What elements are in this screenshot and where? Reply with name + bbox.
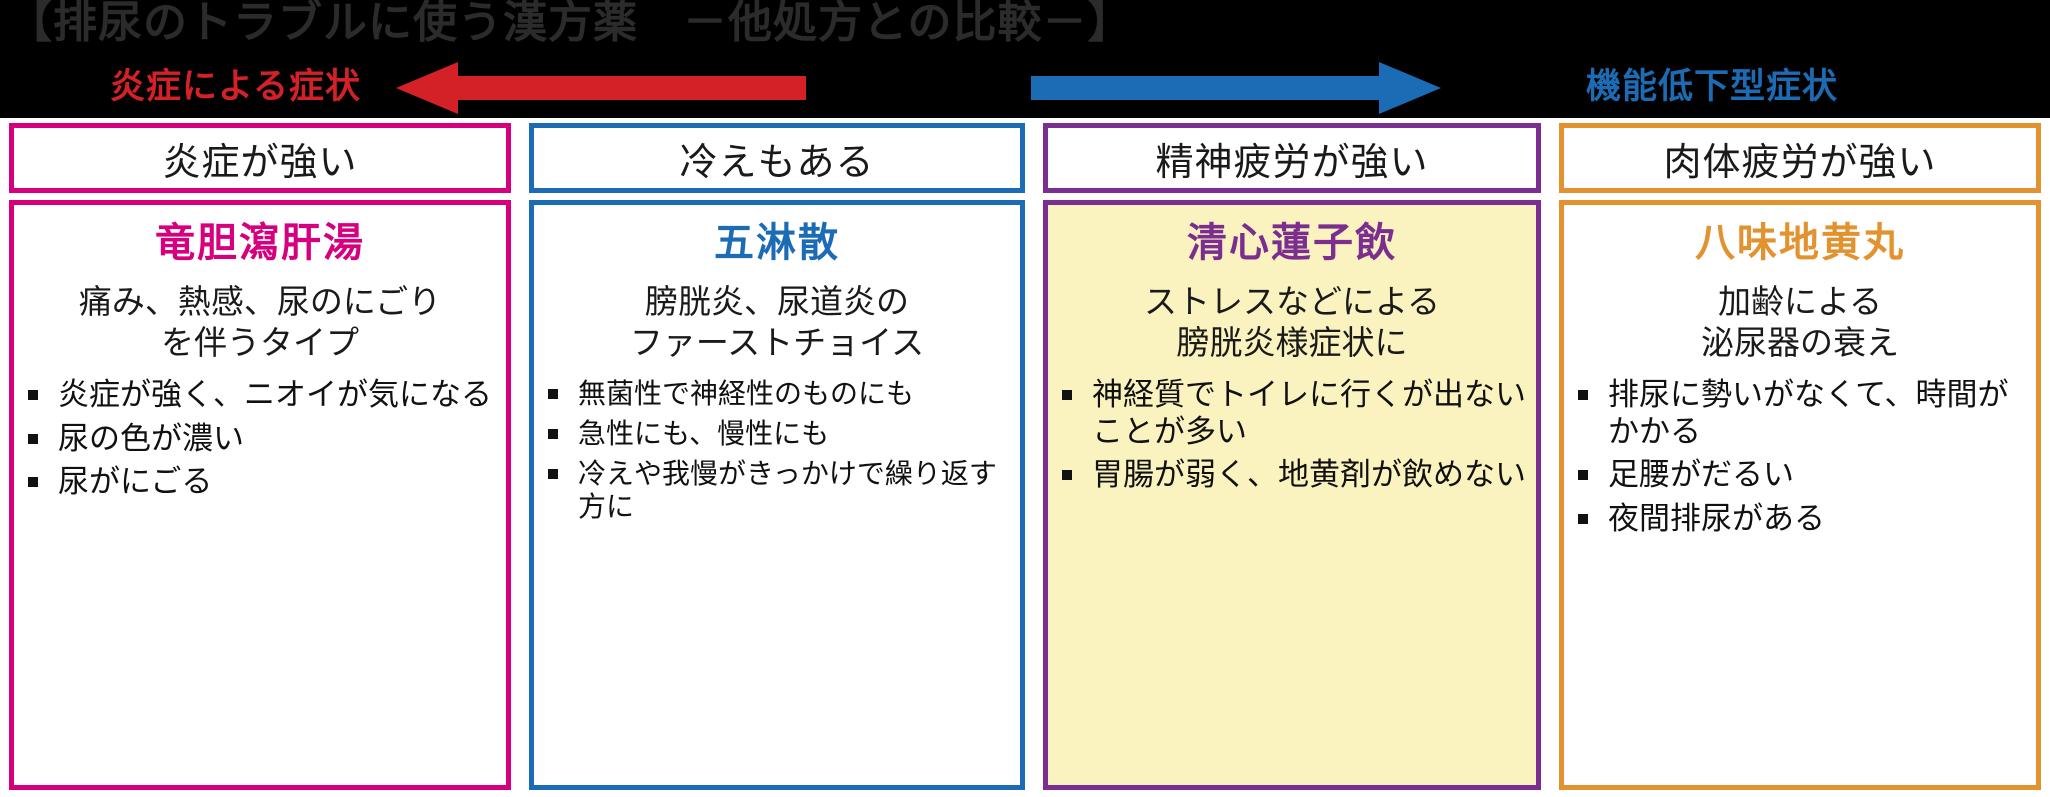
bullet-square-icon — [28, 433, 38, 444]
symptom-list-3: 神経質でトイレに行くが出ないことが多い 胃腸が弱く、地黄剤が飲めない — [1058, 377, 1526, 501]
list-item-text: 尿がにごる — [58, 464, 213, 501]
drug-name-4: 八味地黄丸 — [1695, 220, 1905, 266]
desc-line: ファーストチョイス — [629, 323, 925, 362]
inflammation-axis-label: 炎症による症状 — [110, 67, 361, 107]
right-arrow-icon — [1031, 62, 1441, 114]
column-body-1: 竜胆瀉肝湯 痛み、熱感、尿のにごり を伴うタイプ 炎症が強く、ニオイが気になる … — [9, 200, 511, 790]
list-item-text: 足腰がだるい — [1608, 457, 1794, 494]
list-item: 排尿に勢いがなくて、時間がかかる — [1574, 377, 2026, 450]
drug-description-4: 加齢による 泌尿器の衰え — [1574, 281, 2026, 363]
list-item: 尿がにごる — [24, 464, 496, 501]
drug-description-1: 痛み、熱感、尿のにごり を伴うタイプ — [24, 281, 496, 363]
list-item: 無菌性で神経性のものにも — [544, 377, 1010, 410]
bullet-square-icon — [1062, 390, 1072, 401]
list-item: 足腰がだるい — [1574, 457, 2026, 494]
list-item-text: 冷えや我慢がきっかけで繰り返す方に — [578, 457, 997, 524]
column-seishinrenshiin: 精神疲労が強い 清心蓮子飲 ストレスなどによる 膀胱炎様症状に 神経質でトイレに… — [1034, 118, 1550, 797]
bullet-square-icon — [28, 477, 38, 488]
symptom-list-1: 炎症が強く、ニオイが気になる 尿の色が濃い 尿がにごる — [24, 377, 496, 508]
column-header-4: 肉体疲労が強い — [1559, 123, 2041, 193]
desc-line: を伴うタイプ — [161, 323, 359, 362]
drug-name-3: 清心蓮子飲 — [1187, 220, 1397, 266]
list-item: 夜間排尿がある — [1574, 501, 2026, 538]
drug-description-3: ストレスなどによる 膀胱炎様症状に — [1058, 281, 1526, 363]
desc-line: ストレスなどによる — [1143, 282, 1440, 321]
list-item-text: 急性にも、慢性にも — [578, 417, 830, 451]
symptom-list-2: 無菌性で神経性のものにも 急性にも、慢性にも 冷えや我慢がきっかけで繰り返す方に — [544, 377, 1010, 530]
desc-line: 痛み、熱感、尿のにごり — [78, 282, 442, 321]
column-header-1: 炎症が強い — [9, 123, 511, 193]
column-hachimijiogan: 肉体疲労が強い 八味地黄丸 加齢による 泌尿器の衰え 排尿に勢いがなくて、時間が… — [1550, 118, 2050, 797]
desc-line: 膀胱炎様症状に — [1176, 323, 1408, 362]
list-item: 尿の色が濃い — [24, 421, 496, 458]
drug-description-2: 膀胱炎、尿道炎の ファーストチョイス — [544, 281, 1010, 363]
page-title: 【排尿のトラブルに使う漢方薬 －他処方との比較－】 — [8, 0, 1133, 48]
hypofunction-axis-label: 機能低下型症状 — [1586, 67, 1839, 107]
column-header-3: 精神疲労が強い — [1043, 123, 1541, 193]
bullet-square-icon — [1578, 513, 1588, 524]
bullet-square-icon — [1578, 470, 1588, 481]
list-item: 神経質でトイレに行くが出ないことが多い — [1058, 377, 1526, 450]
list-item-text: 胃腸が弱く、地黄剤が飲めない — [1092, 457, 1526, 494]
list-item-text: 排尿に勢いがなくて、時間がかかる — [1608, 377, 2009, 450]
desc-line: 加齢による — [1717, 282, 1882, 321]
header-banner: 【排尿のトラブルに使う漢方薬 －他処方との比較－】 炎症による症状 機能低下型症… — [0, 0, 2050, 118]
desc-line: 泌尿器の衰え — [1701, 323, 1899, 362]
list-item: 胃腸が弱く、地黄剤が飲めない — [1058, 457, 1526, 494]
column-ryutanshakanto: 炎症が強い 竜胆瀉肝湯 痛み、熱感、尿のにごり を伴うタイプ 炎症が強く、ニオイ… — [0, 118, 520, 797]
list-item: 炎症が強く、ニオイが気になる — [24, 377, 496, 414]
bullet-square-icon — [548, 428, 558, 439]
drug-name-2: 五淋散 — [714, 220, 840, 266]
bullet-square-icon — [1062, 470, 1072, 481]
list-item: 急性にも、慢性にも — [544, 417, 1010, 450]
list-item-text: 無菌性で神経性のものにも — [578, 377, 915, 410]
column-body-3: 清心蓮子飲 ストレスなどによる 膀胱炎様症状に 神経質でトイレに行くが出ないこと… — [1043, 200, 1541, 790]
symptom-list-4: 排尿に勢いがなくて、時間がかかる 足腰がだるい 夜間排尿がある — [1574, 377, 2026, 544]
bullet-square-icon — [548, 468, 558, 479]
left-arrow-icon — [396, 62, 806, 114]
bullet-square-icon — [548, 388, 558, 399]
bullet-square-icon — [1578, 390, 1588, 401]
drug-name-1: 竜胆瀉肝湯 — [155, 220, 365, 266]
list-item-text: 炎症が強く、ニオイが気になる — [58, 377, 492, 413]
list-item: 冷えや我慢がきっかけで繰り返す方に — [544, 457, 1010, 523]
list-item-text: 神経質でトイレに行くが出ないことが多い — [1092, 377, 1526, 450]
column-body-2: 五淋散 膀胱炎、尿道炎の ファーストチョイス 無菌性で神経性のものにも 急性にも… — [529, 200, 1025, 790]
column-body-4: 八味地黄丸 加齢による 泌尿器の衰え 排尿に勢いがなくて、時間がかかる 足腰がだ… — [1559, 200, 2041, 790]
column-header-2: 冷えもある — [529, 123, 1025, 193]
column-gorinsan: 冷えもある 五淋散 膀胱炎、尿道炎の ファーストチョイス 無菌性で神経性のものに… — [520, 118, 1034, 797]
bullet-square-icon — [28, 390, 38, 401]
comparison-columns: 炎症が強い 竜胆瀉肝湯 痛み、熱感、尿のにごり を伴うタイプ 炎症が強く、ニオイ… — [0, 118, 2050, 797]
desc-line: 膀胱炎、尿道炎の — [645, 282, 909, 321]
list-item-text: 尿の色が濃い — [58, 420, 244, 457]
list-item-text: 夜間排尿がある — [1608, 500, 1825, 537]
